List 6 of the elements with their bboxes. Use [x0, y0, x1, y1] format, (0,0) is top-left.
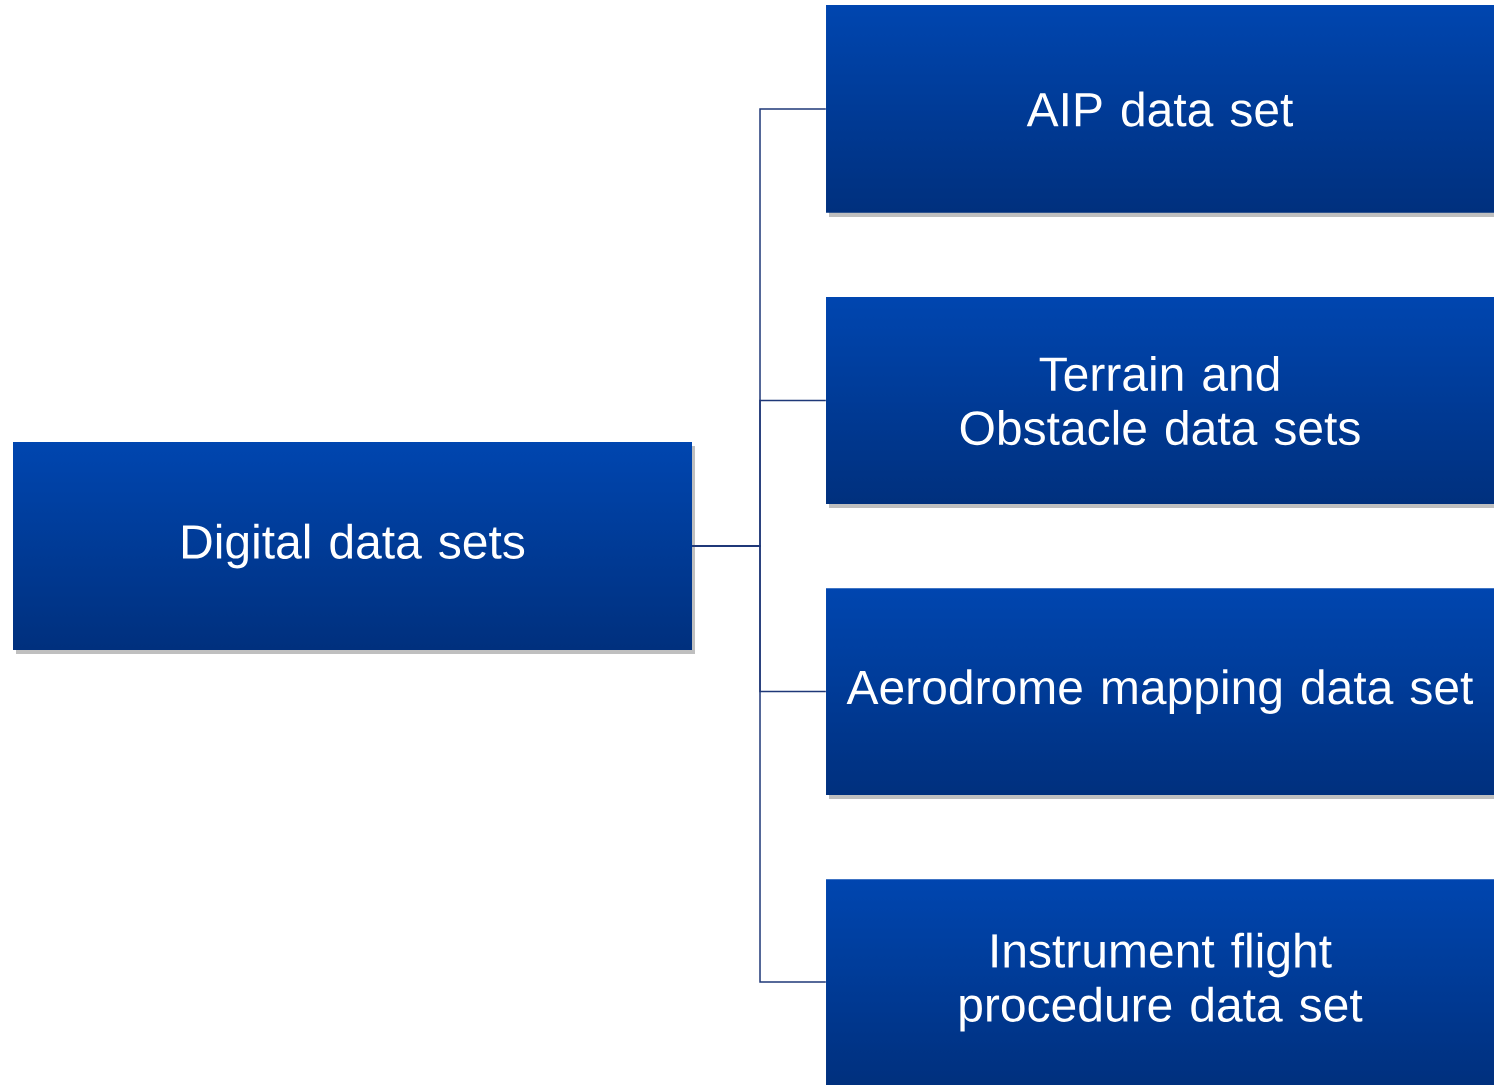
- process-box: Aerodrome mapping data set: [826, 588, 1494, 799]
- process-box: AIP data set: [826, 5, 1494, 217]
- process-box: Digital data sets: [13, 442, 695, 654]
- process-box: Instrument flight procedure data set: [826, 879, 1494, 1085]
- connector: [691, 545, 827, 983]
- process-box: Terrain and Obstacle data sets: [826, 297, 1494, 508]
